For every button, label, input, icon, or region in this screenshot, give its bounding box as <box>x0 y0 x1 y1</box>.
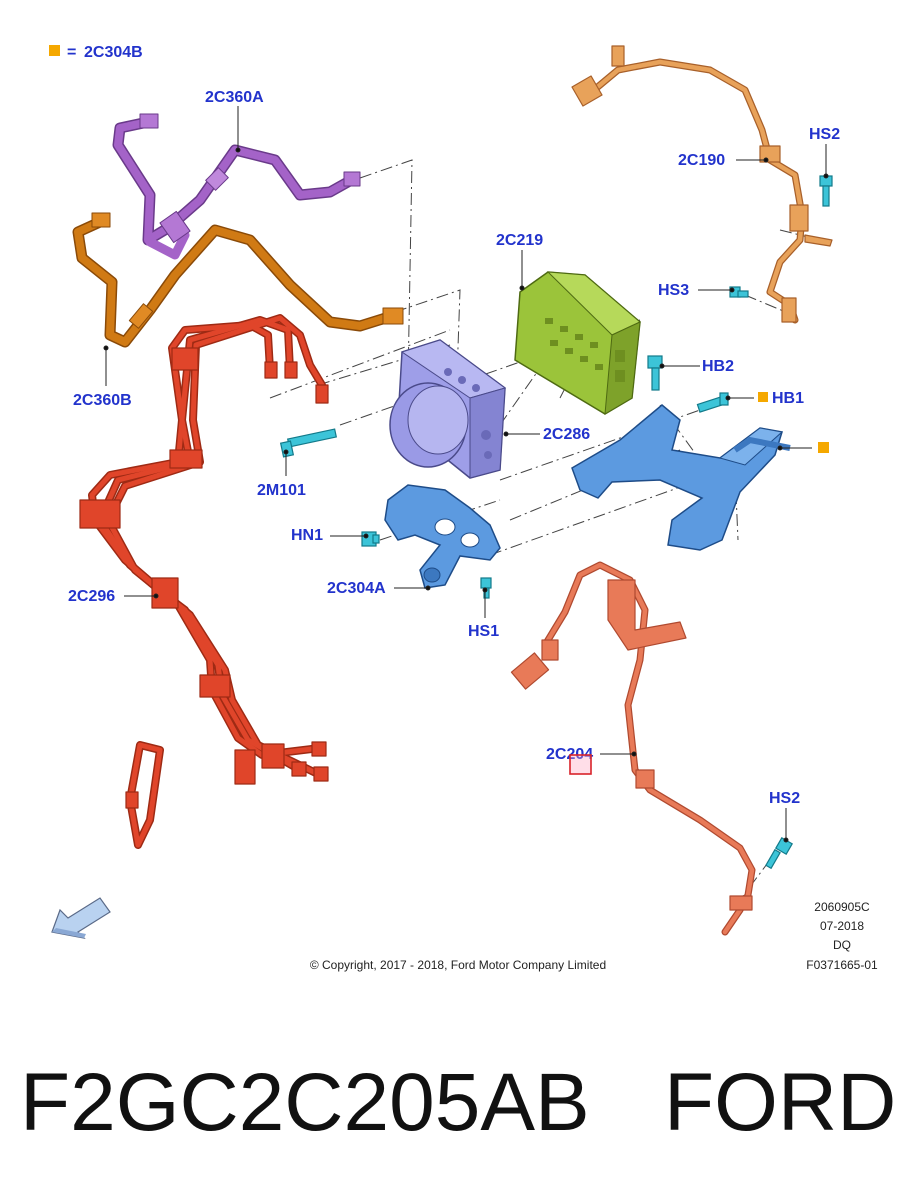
wheel-speed-sensor-2c190 <box>571 45 833 324</box>
label-hb2: HB2 <box>702 358 734 375</box>
label-hs3: HS3 <box>658 282 689 299</box>
label-hs1: HS1 <box>468 623 499 640</box>
label-2c296: 2C296 <box>68 588 115 605</box>
abs-bracket-2c304b <box>571 404 791 551</box>
legend-equals: = <box>67 44 76 61</box>
label-hs2-top: HS2 <box>809 126 840 143</box>
leader-lines <box>103 106 829 843</box>
label-hb1: HB1 <box>772 390 804 407</box>
legend-marker-2c304b <box>818 442 829 453</box>
brand-caption: FORD <box>664 1057 896 1148</box>
copyright-text: © Copyright, 2017 - 2018, Ford Motor Com… <box>310 958 606 972</box>
label-2c286: 2C286 <box>543 426 590 443</box>
info-initials: DQ <box>833 938 851 952</box>
legend-code: 2C304B <box>84 44 143 61</box>
wheel-speed-sensor-2c204 <box>510 561 756 936</box>
legend-square-icon <box>49 45 60 56</box>
info-code: 2060905C <box>814 900 870 914</box>
brake-tube-2c360a <box>112 113 361 260</box>
alignment-lines <box>269 159 821 901</box>
bolt-2m101 <box>279 428 338 458</box>
label-2c360b: 2C360B <box>73 392 132 409</box>
legend-marker-hb1 <box>758 392 768 402</box>
abs-bracket-2c304a <box>384 484 501 589</box>
label-2c360a: 2C360A <box>205 89 264 106</box>
brake-tube-2c360b <box>72 212 404 348</box>
highlight-box <box>569 754 592 775</box>
label-hs2-bottom: HS2 <box>769 790 800 807</box>
bolt-hb2 <box>647 355 663 391</box>
view-direction-arrow-icon <box>51 897 111 939</box>
bolt-hs2-top <box>819 175 833 207</box>
bolt-hs3 <box>729 286 749 298</box>
abs-control-module-2c219 <box>514 271 641 415</box>
label-2c190: 2C190 <box>678 152 725 169</box>
label-2c304a: 2C304A <box>327 580 386 597</box>
abs-hydraulic-unit-2c286 <box>389 339 507 479</box>
part-number-caption: F2GC2C205AB <box>20 1057 590 1148</box>
brake-tube-bundle-2c296 <box>79 314 329 849</box>
info-date: 07-2018 <box>820 919 864 933</box>
bolt-hs2-bottom <box>765 836 794 870</box>
bolt-hb1 <box>696 392 729 413</box>
label-2m101: 2M101 <box>257 482 306 499</box>
info-figure-number: F0371665-01 <box>806 958 878 972</box>
label-hn1: HN1 <box>291 527 323 544</box>
label-2c219: 2C219 <box>496 232 543 249</box>
